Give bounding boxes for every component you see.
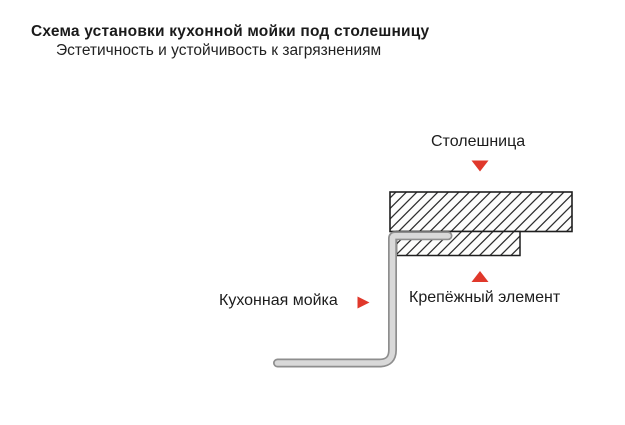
countertop-section	[389, 191, 573, 233]
arrow-down-icon	[471, 160, 489, 172]
sink-rim-fill	[274, 233, 451, 366]
label-fastener: Крепёжный элемент	[409, 289, 561, 306]
figure-title: Схема установки кухонной мойки под столе…	[31, 23, 430, 40]
arrow-right-icon	[357, 296, 370, 309]
arrow-up-icon	[471, 271, 489, 282]
label-countertop: Столешница	[431, 133, 526, 150]
label-sink: Кухонная мойка	[219, 292, 338, 309]
figure-subtitle: Эстетичность и устойчивость к загрязнени…	[56, 42, 382, 59]
